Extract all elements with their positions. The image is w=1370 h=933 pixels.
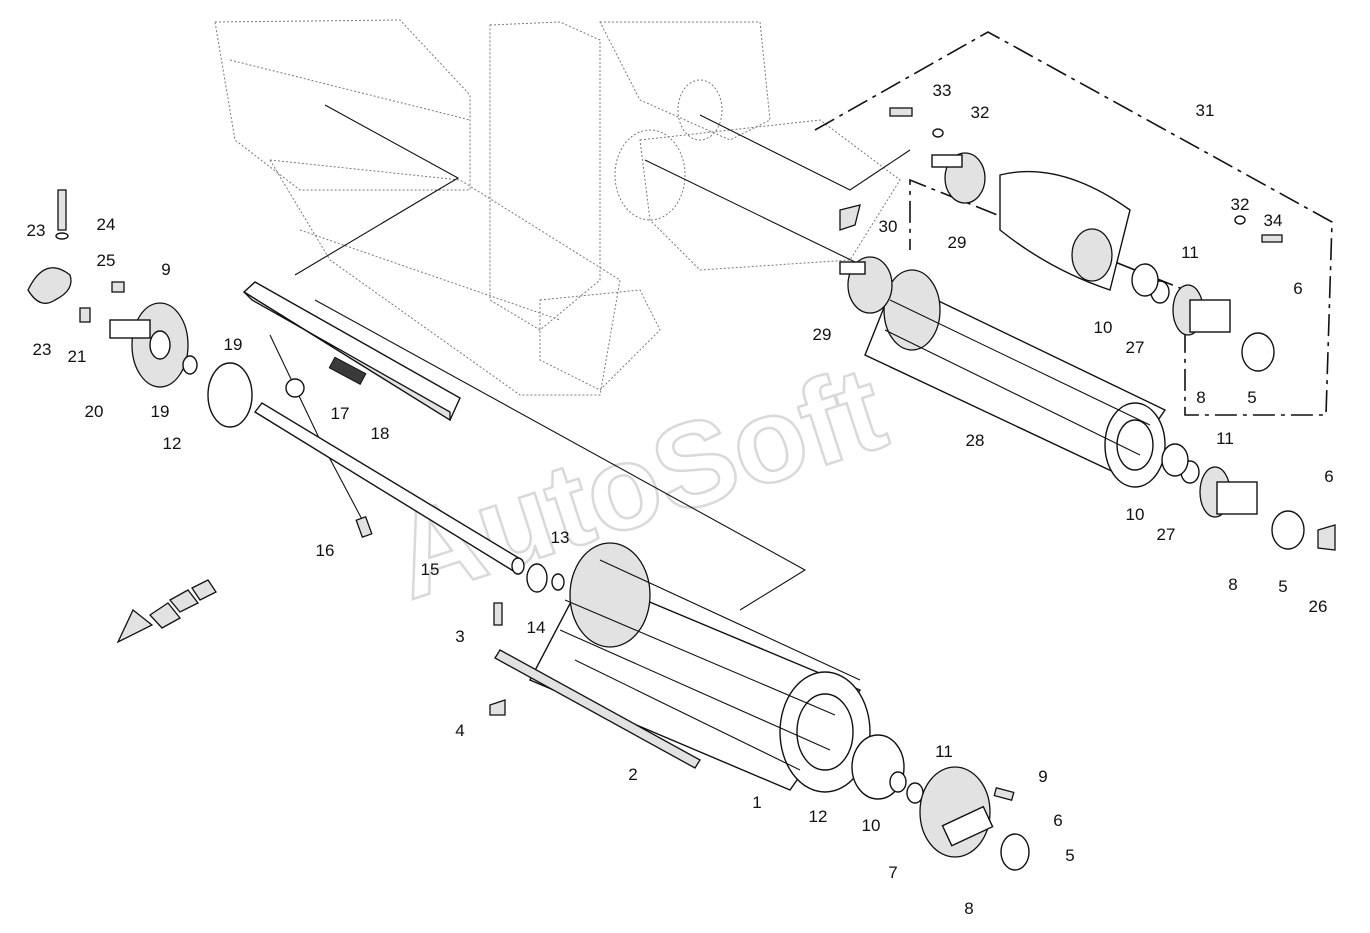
callout-4: 4 [455,721,464,740]
callout-7: 7 [888,863,897,882]
part-29-hub-lower [839,256,893,314]
callout-6: 6 [1053,811,1062,830]
callout-10: 10 [862,816,881,835]
callout-16: 16 [316,541,335,560]
part-1-feed-drum [529,542,871,793]
part-3-bolt [493,602,503,626]
part-27-hub-lower [1161,443,1336,551]
callout-13: 13 [551,528,570,547]
callout-25: 25 [97,251,116,270]
callout-2: 2 [628,765,637,784]
callout-26: 26 [1309,597,1328,616]
callout-21: 21 [68,347,87,366]
part-29-hub-upper [931,152,986,204]
callout-labels: 1234555666788899101010111111121213141516… [27,81,1334,918]
part-31-cover [999,170,1131,291]
callout-29: 29 [813,325,832,344]
part-33-bolt [889,107,913,117]
part-32-washer-lower [1234,215,1246,225]
callout-28: 28 [966,431,985,450]
part-13-ring [551,573,565,591]
callout-23: 23 [27,221,46,240]
callout-12: 12 [809,807,828,826]
callout-20: 20 [85,402,104,421]
callout-3: 3 [455,627,464,646]
callout-15: 15 [421,560,440,579]
callout-24: 24 [97,215,116,234]
part-11-ring [889,771,907,793]
callout-12: 12 [163,434,182,453]
part-15-shaft [253,378,525,575]
part-14-bearing [526,563,548,593]
callout-6: 6 [1324,467,1333,486]
part-27-hub-upper [1131,263,1275,372]
callout-5: 5 [1278,577,1287,596]
callout-10: 10 [1094,318,1113,337]
callout-11: 11 [935,742,953,761]
part-23-clamp [27,189,125,323]
callout-27: 27 [1157,525,1176,544]
part-4-nut [489,699,506,716]
callout-11: 11 [1216,429,1234,448]
part-30-fitting [839,204,861,231]
callout-27: 27 [1126,338,1145,357]
callout-18: 18 [371,424,390,443]
direction-arrow [116,579,217,644]
callout-30: 30 [879,217,898,236]
callout-5: 5 [1065,846,1074,865]
background-frame [214,19,901,396]
leader-lines [269,104,911,611]
callout-19: 19 [151,402,170,421]
callout-8: 8 [1196,388,1205,407]
part-20-hub [109,302,253,428]
callout-5: 5 [1247,388,1256,407]
callout-34: 34 [1264,211,1283,230]
part-2-knife-bar [494,649,701,769]
callout-33: 33 [933,81,952,100]
callout-9: 9 [161,260,170,279]
callout-19: 19 [224,335,243,354]
callout-10: 10 [1126,505,1145,524]
part-7-hub [919,766,1030,871]
part-28-drum [864,269,1167,488]
callout-6: 6 [1293,279,1302,298]
callout-8: 8 [964,899,973,918]
callout-14: 14 [527,618,546,637]
callout-17: 17 [331,404,350,423]
callout-8: 8 [1228,575,1237,594]
callout-32: 32 [971,103,990,122]
callout-31: 31 [1196,101,1215,120]
callout-23: 23 [33,340,52,359]
callout-11: 11 [1181,243,1199,262]
part-32-washer-upper [932,128,944,138]
callout-29: 29 [948,233,967,252]
callout-9: 9 [1038,767,1047,786]
part-18-cover [242,281,461,422]
part-16-bolt [355,515,373,539]
callout-1: 1 [752,793,761,812]
part-34-bolt [1261,234,1283,243]
callout-32: 32 [1231,195,1250,214]
